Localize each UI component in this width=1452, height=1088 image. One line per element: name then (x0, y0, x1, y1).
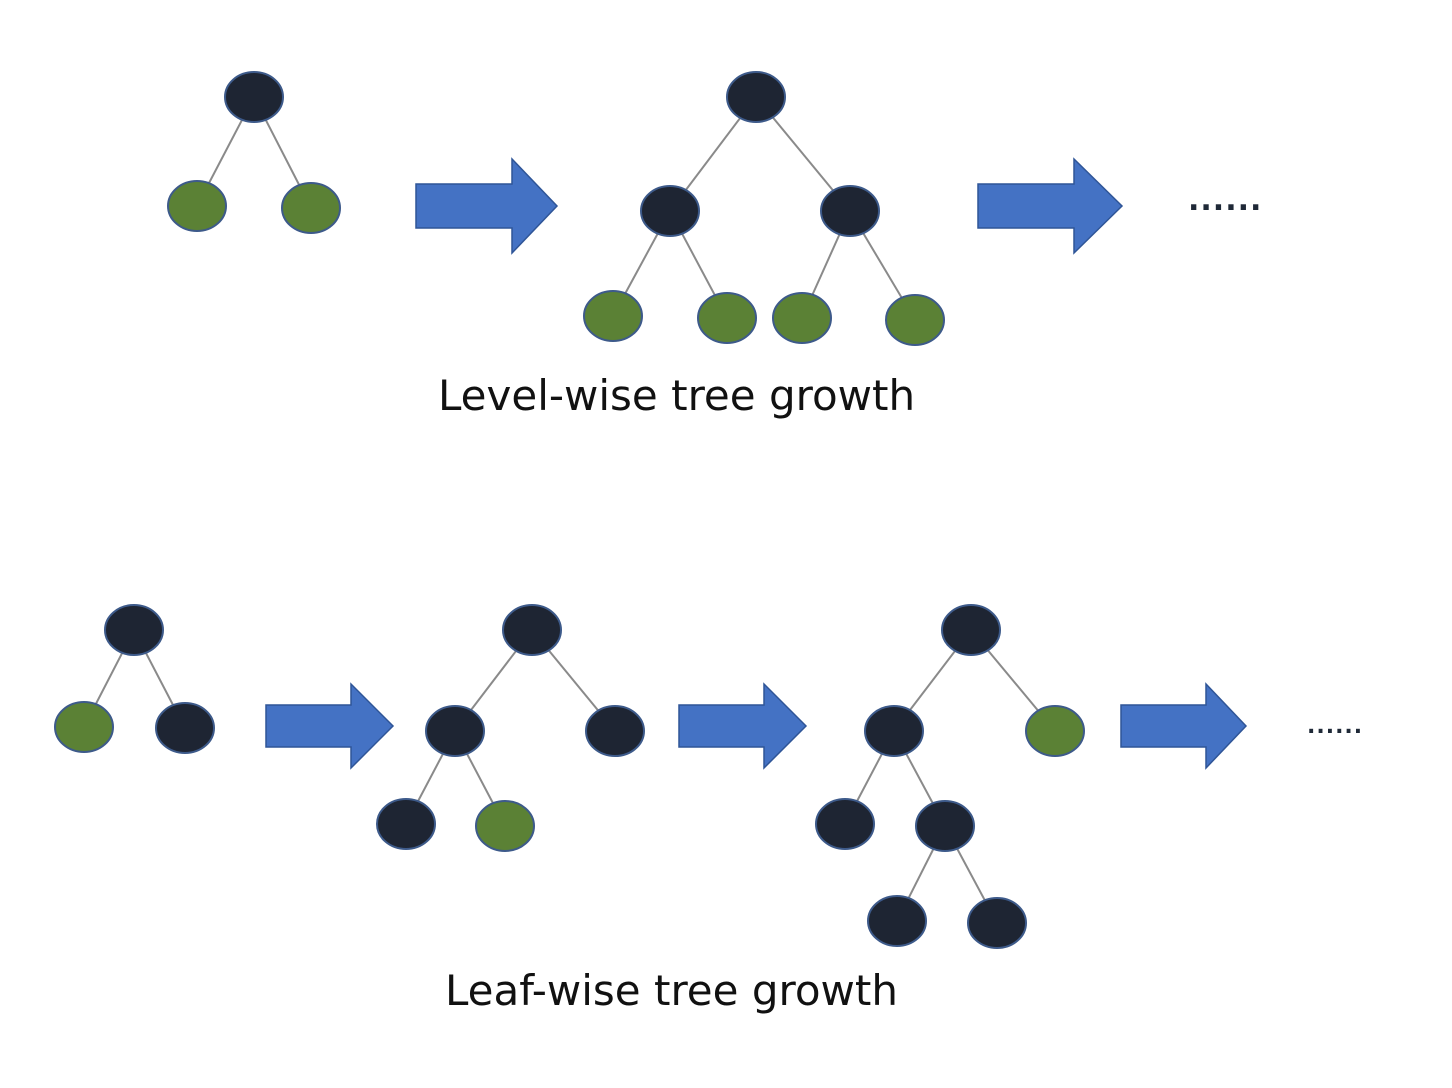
leaf-tree3-b-leaf-node (1025, 705, 1085, 757)
leaf-tree3-root-internal-node (941, 604, 1001, 656)
level-tree1-l-leaf-node (167, 180, 227, 232)
leaf-tree3-a-internal-node (864, 705, 924, 757)
leaf-step2-arrow (678, 682, 808, 770)
leaf-tree1-root-internal-node (104, 604, 164, 656)
leaf-tree3-a1-internal-node (815, 798, 875, 850)
leaf-tree2-a-internal-node (425, 705, 485, 757)
level-tree2-a-internal-node (640, 185, 700, 237)
leaf-tree1-l-leaf-node (54, 701, 114, 753)
level-tree2-b1-leaf-node (772, 292, 832, 344)
level-tree2-b-internal-node (820, 185, 880, 237)
leaf-wise-continuation: ...... (1307, 714, 1364, 739)
leaf-tree2-a2-leaf-node (475, 800, 535, 852)
leaf-tree3-a22-internal-node (967, 897, 1027, 949)
level-tree2-a2-leaf-node (697, 292, 757, 344)
leaf-step1-arrow (265, 682, 395, 770)
leaf-tree2-root-internal-node (502, 604, 562, 656)
level-tree2-a1-leaf-node (583, 290, 643, 342)
growth-arrows (265, 157, 1248, 770)
leaf-tree3-a2-internal-node (915, 800, 975, 852)
level-step2-arrow (977, 157, 1124, 255)
level-wise-continuation: ...... (1188, 183, 1263, 218)
level-tree2-b2-leaf-node (885, 294, 945, 346)
level-step1-arrow (415, 157, 559, 255)
level-tree1-r-leaf-node (281, 182, 341, 234)
tree-edges (83, 96, 1056, 924)
leaf-step3-arrow (1120, 682, 1248, 770)
tree-nodes (54, 71, 1085, 949)
leaf-tree2-a1-internal-node (376, 798, 436, 850)
level-wise-caption: Level-wise tree growth (438, 371, 916, 420)
level-tree2-root-internal-node (726, 71, 786, 123)
leaf-tree2-b-internal-node (585, 705, 645, 757)
leaf-wise-caption: Leaf-wise tree growth (445, 966, 898, 1015)
leaf-tree1-r-internal-node (155, 702, 215, 754)
leaf-tree3-a21-internal-node (867, 895, 927, 947)
level-tree1-root-internal-node (224, 71, 284, 123)
